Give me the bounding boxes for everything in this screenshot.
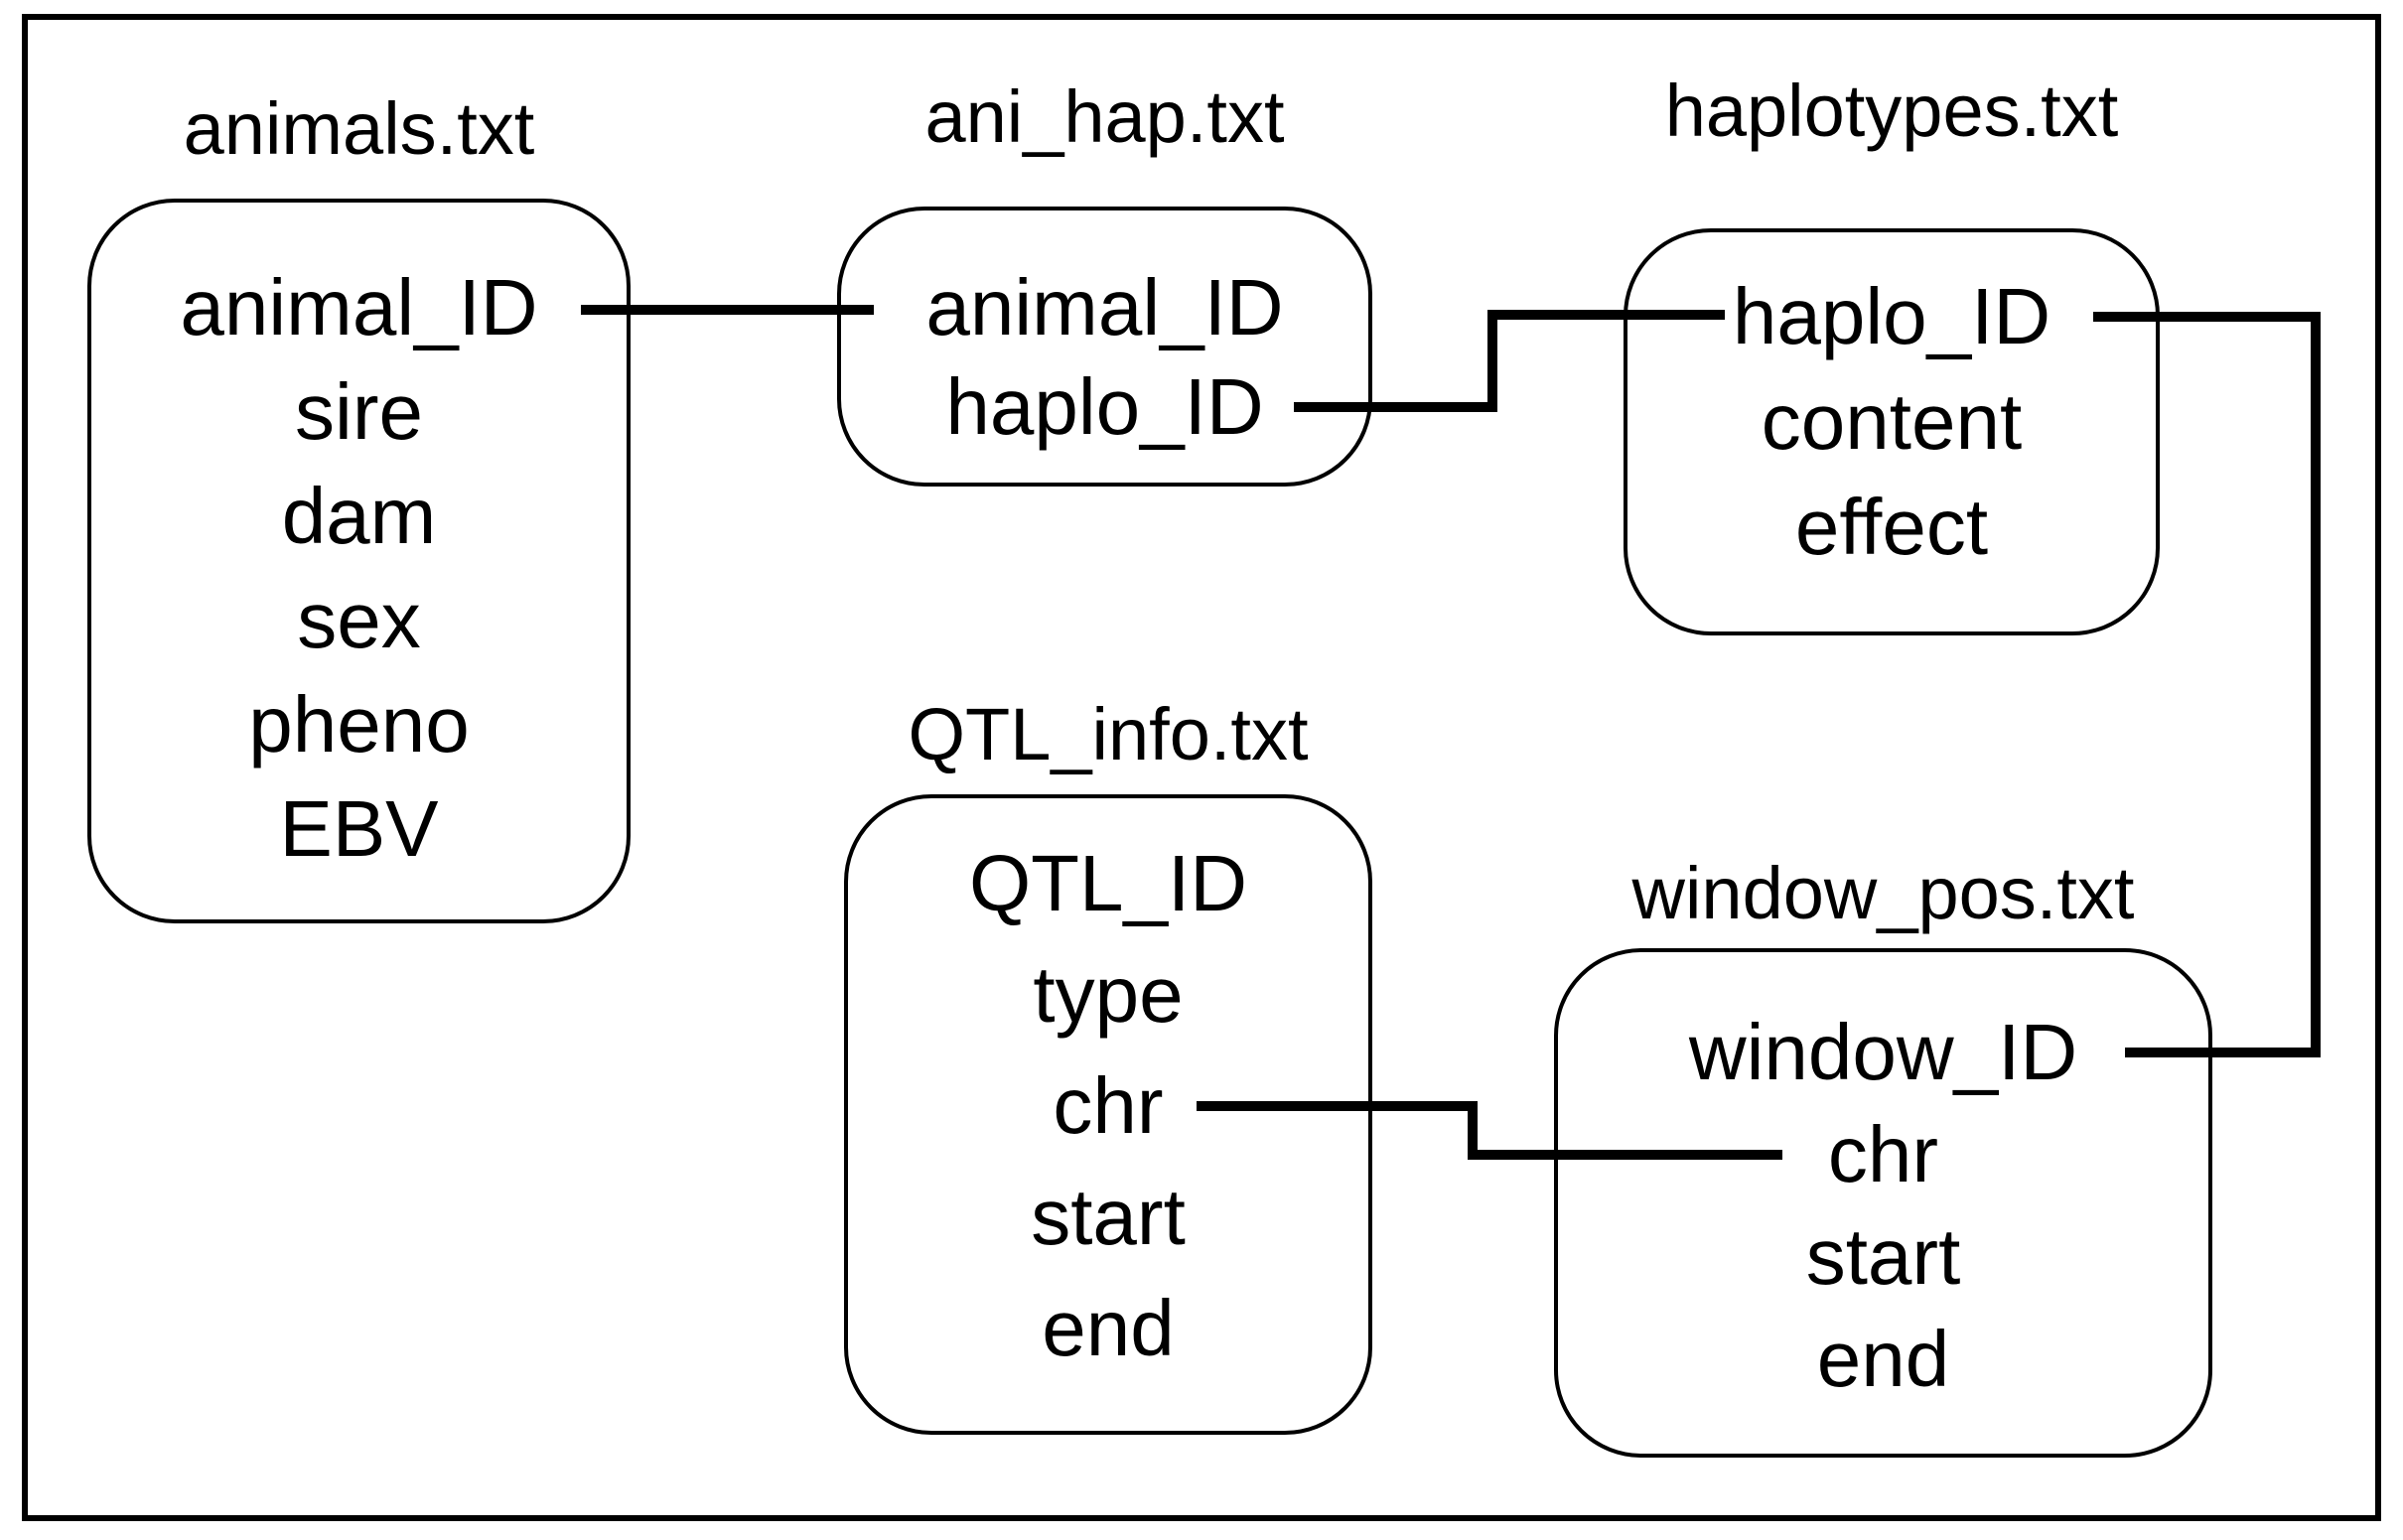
field-qtlinfo-qtl-id: QTL_ID: [968, 839, 1248, 927]
field-anihap-animal-id: animal_ID: [925, 263, 1284, 351]
entity-qtlinfo-box: [844, 794, 1372, 1435]
field-animals-sire: sire: [295, 367, 423, 456]
field-animals-pheno: pheno: [248, 680, 470, 769]
entity-windowpos-box: [1554, 948, 2212, 1458]
field-animals-sex: sex: [297, 576, 421, 664]
field-haplotypes-haplo-id: haplo_ID: [1732, 272, 2051, 360]
entity-anihap-box: [837, 207, 1372, 487]
field-windowpos-chr: chr: [1827, 1110, 1939, 1198]
field-windowpos-start: start: [1805, 1212, 1961, 1301]
field-haplotypes-content: content: [1761, 377, 2023, 466]
field-windowpos-end: end: [1816, 1315, 1950, 1403]
field-animals-dam: dam: [281, 472, 437, 560]
field-qtlinfo-end: end: [1042, 1284, 1175, 1372]
field-anihap-haplo-id: haplo_ID: [945, 362, 1264, 451]
field-animals-ebv: EBV: [279, 784, 439, 873]
entity-windowpos-title: window_pos.txt: [1631, 852, 2135, 934]
entity-qtlinfo-title: QTL_info.txt: [908, 693, 1309, 775]
field-windowpos-window-id: window_ID: [1688, 1008, 2078, 1096]
entity-animals-box: [87, 199, 631, 923]
figure-border: [22, 14, 2381, 1521]
field-qtlinfo-type: type: [1033, 950, 1184, 1039]
entity-animals-title: animals.txt: [183, 87, 535, 170]
field-qtlinfo-start: start: [1031, 1173, 1186, 1261]
field-qtlinfo-chr: chr: [1053, 1061, 1164, 1150]
entity-haplotypes-box: [1624, 228, 2160, 635]
field-haplotypes-effect: effect: [1794, 483, 1989, 571]
entity-haplotypes-title: haplotypes.txt: [1664, 70, 2119, 152]
field-animals-animal-id: animal_ID: [180, 263, 538, 351]
entity-anihap-title: ani_hap.txt: [924, 75, 1285, 158]
